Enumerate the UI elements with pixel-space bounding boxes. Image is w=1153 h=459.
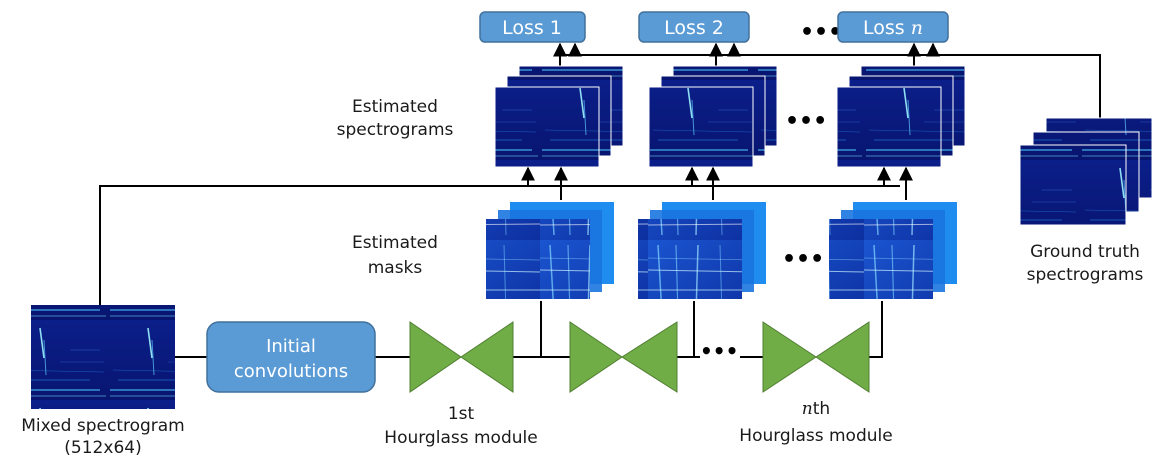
estimated-spectrogram-stack-1	[494, 65, 624, 168]
mask-to-spectrogram-arrows	[554, 166, 913, 200]
hourglass-module-2	[569, 321, 678, 393]
estimated-mask-stack-1	[486, 202, 614, 299]
estimated-spectrograms-label-1: Estimated	[352, 97, 438, 117]
initial-convolutions-box: Initial convolutions	[206, 321, 376, 393]
estimated-mask-stack-2	[638, 202, 766, 299]
loss-1-box: Loss 1	[479, 11, 586, 43]
mixed-spectrogram-label-1: Mixed spectrogram	[21, 416, 184, 436]
initial-convolutions-label-1: Initial	[266, 336, 316, 357]
loss-n-label: Loss n	[863, 17, 923, 39]
loss-n-box: Loss n	[837, 11, 949, 43]
estimated-masks-label-1: Estimated	[352, 233, 438, 253]
estimated-spectrogram-stack-2	[648, 65, 778, 168]
spectrogram-ellipsis: •••	[785, 109, 827, 134]
initial-convolutions-label-2: convolutions	[234, 361, 348, 382]
ground-truth-connector	[560, 42, 1101, 118]
mixed-spectrogram-label-2: (512x64)	[64, 438, 141, 458]
estimated-masks-label-2: masks	[368, 258, 423, 278]
mixed-spectrogram-skip-connection	[99, 166, 900, 305]
ground-truth-label-1: Ground truth	[1030, 242, 1140, 262]
pipeline-connections	[175, 301, 883, 358]
hourglass-module-n	[762, 321, 870, 393]
ground-truth-spectrogram-stack	[1019, 117, 1153, 226]
hourglass-module-1	[409, 321, 514, 393]
mask-ellipsis: •••	[782, 247, 824, 272]
estimated-spectrogram-stack-n	[836, 65, 966, 168]
hourglass-1-label-2: Hourglass module	[384, 428, 537, 448]
ground-truth-label-2: spectrograms	[1027, 265, 1144, 285]
loss-ellipsis: •••	[800, 20, 842, 45]
spectrogram-to-loss-arrows	[553, 42, 921, 66]
hourglass-1-label-1: 1st	[448, 404, 475, 424]
loss-2-label: Loss 2	[664, 17, 724, 39]
estimated-spectrograms-label-2: spectrograms	[337, 120, 454, 140]
hourglass-n-label-2: Hourglass module	[739, 426, 892, 446]
estimated-mask-stack-n	[829, 202, 957, 299]
hourglass-n-label-1: nth	[802, 399, 830, 419]
mixed-spectrogram-image	[31, 305, 175, 409]
hourglass-ellipsis: •••	[700, 339, 738, 363]
loss-2-box: Loss 2	[638, 11, 750, 43]
loss-1-label: Loss 1	[502, 17, 562, 39]
